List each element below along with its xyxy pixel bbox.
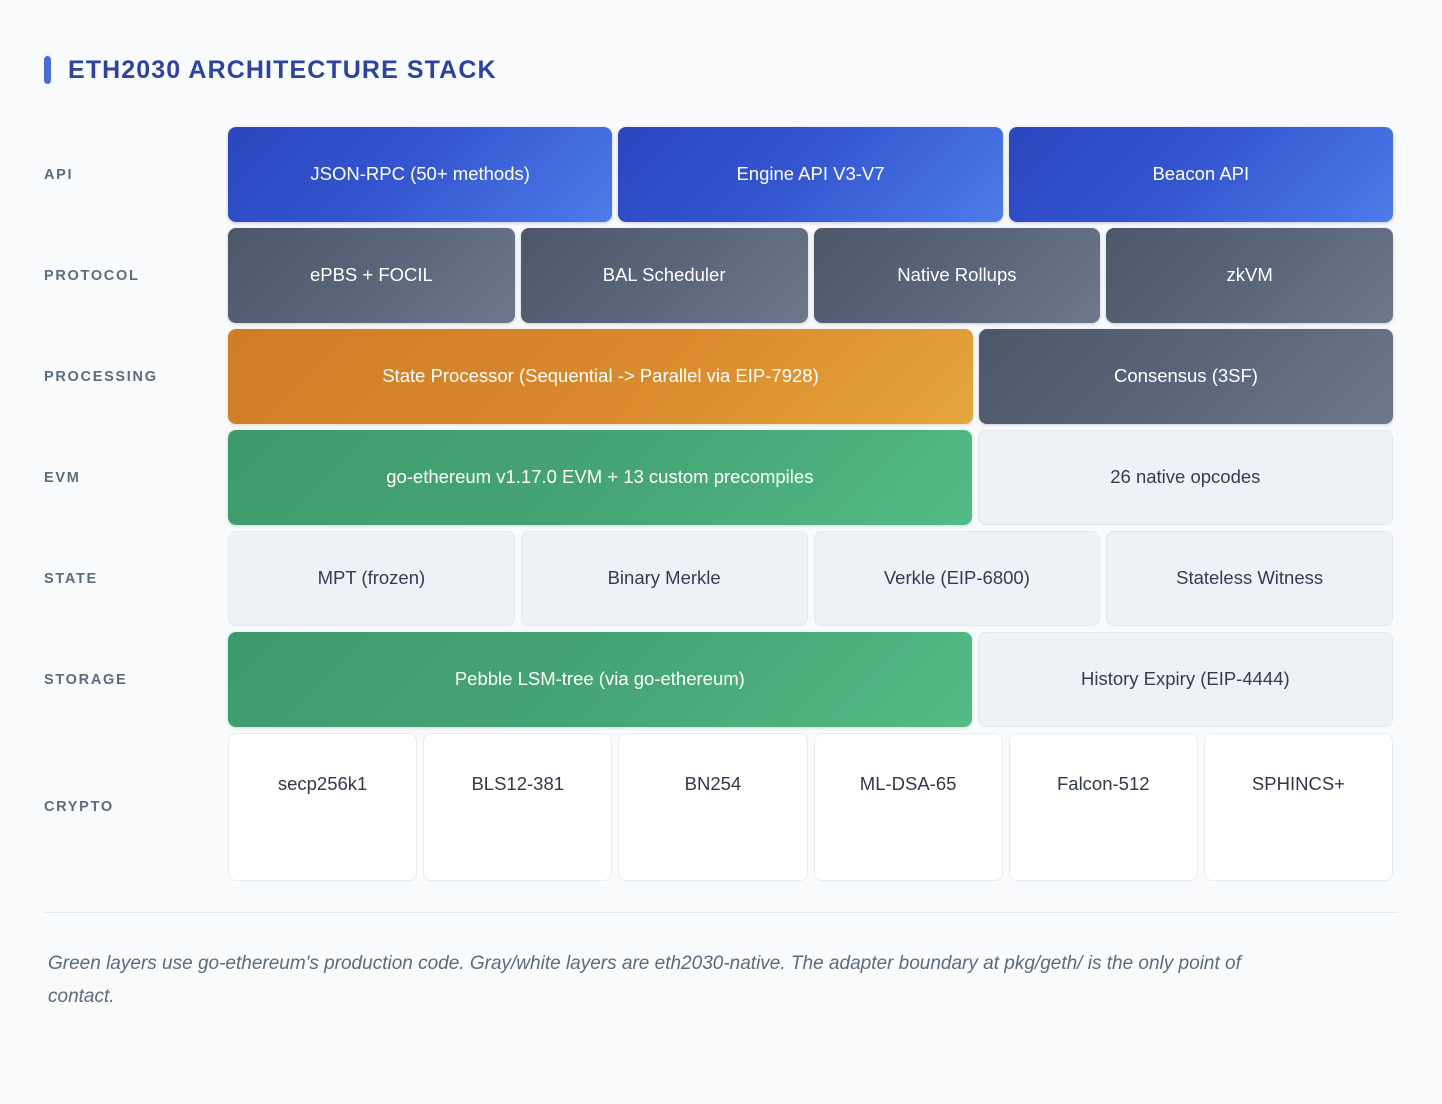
stack-cell[interactable]: History Expiry (EIP-4444)	[977, 632, 1393, 727]
layer-cells: go-ethereum v1.17.0 EVM + 13 custom prec…	[228, 427, 1393, 528]
layer-row: PROCESSING State Processor (Sequential ->…	[44, 326, 1393, 427]
layer-cells: State Processor (Sequential -> Parallel …	[228, 326, 1393, 427]
stack-cell[interactable]: go-ethereum v1.17.0 EVM + 13 custom prec…	[228, 430, 972, 525]
page-title: ETH2030 ARCHITECTURE STACK	[0, 0, 1442, 84]
architecture-stack: API JSON-RPC (50+ methods)Engine API V3-V…	[0, 124, 1442, 884]
layer-label-api: API	[44, 166, 74, 183]
stack-cell[interactable]: secp256k1	[228, 733, 418, 881]
stack-cell[interactable]: State Processor (Sequential -> Parallel …	[228, 329, 973, 424]
footer-note: Green layers use go-ethereum's productio…	[48, 953, 1241, 1008]
layer-label-processing: PROCESSING	[44, 368, 158, 385]
title-accent-bar	[44, 56, 51, 84]
stack-cell[interactable]: Verkle (EIP-6800)	[813, 531, 1101, 626]
stack-cell[interactable]: BLS12-381	[423, 733, 613, 881]
stack-cell[interactable]: JSON-RPC (50+ methods)	[228, 127, 613, 222]
layer-cells: Pebble LSM-tree (via go-ethereum)History…	[228, 629, 1393, 730]
stack-cell[interactable]: Consensus (3SF)	[978, 329, 1393, 424]
stack-cell[interactable]: ePBS + FOCIL	[228, 228, 515, 323]
layer-row: STORAGE Pebble LSM-tree (via go-ethereum)…	[44, 629, 1393, 730]
stack-cell[interactable]: Falcon-512	[1008, 733, 1198, 881]
footer-divider	[44, 912, 1398, 913]
layer-row: API JSON-RPC (50+ methods)Engine API V3-V…	[44, 124, 1393, 225]
stack-cell[interactable]: Native Rollups	[813, 228, 1101, 323]
layer-label-evm: EVM	[44, 469, 81, 486]
stack-cell[interactable]: Stateless Witness	[1106, 531, 1393, 626]
stack-cell[interactable]: BN254	[618, 733, 808, 881]
stack-cell[interactable]: Binary Merkle	[520, 531, 808, 626]
layer-label-state: STATE	[44, 570, 98, 587]
stack-cell[interactable]: 26 native opcodes	[977, 430, 1393, 525]
stack-cell[interactable]: SPHINCS+	[1203, 733, 1394, 881]
layer-label-crypto: CRYPTO	[44, 799, 114, 815]
layer-row: EVM go-ethereum v1.17.0 EVM + 13 custom p…	[44, 427, 1393, 528]
layer-label-storage: STORAGE	[44, 671, 128, 688]
stack-cell[interactable]: ML-DSA-65	[813, 733, 1003, 881]
layer-label-protocol: PROTOCOL	[44, 267, 140, 284]
stack-cell[interactable]: Engine API V3-V7	[618, 127, 1003, 222]
stack-cell[interactable]: Beacon API	[1008, 127, 1393, 222]
stack-cell[interactable]: BAL Scheduler	[520, 228, 808, 323]
page-title-text: ETH2030 ARCHITECTURE STACK	[68, 55, 497, 84]
stack-cell[interactable]: Pebble LSM-tree (via go-ethereum)	[228, 632, 972, 727]
stack-cell[interactable]: MPT (frozen)	[228, 531, 515, 626]
stack-cell[interactable]: zkVM	[1106, 228, 1393, 323]
